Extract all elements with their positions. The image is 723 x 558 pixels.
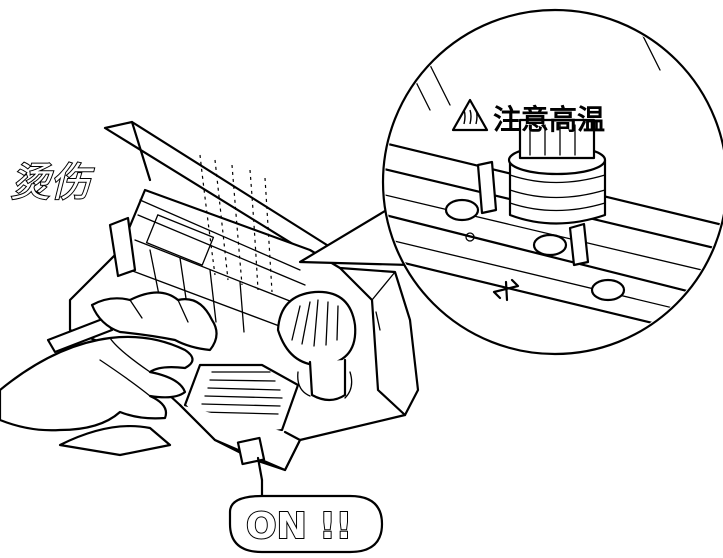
power-on-callout: ON !! — [228, 478, 384, 554]
hands — [0, 291, 218, 457]
caution-label: 注意高温 — [451, 98, 605, 136]
caution-text: 注意高温 — [493, 103, 605, 136]
paper-direction-arrow-icon — [492, 278, 520, 302]
burn-label: 烫伤 — [10, 160, 95, 206]
power-on-text: ON !! — [246, 506, 352, 547]
heat-flame-symbol — [276, 290, 357, 402]
hot-surface-warning-icon — [451, 98, 489, 132]
heat-dashes — [199, 154, 273, 293]
magnified-view: 注意高温 — [381, 8, 723, 356]
